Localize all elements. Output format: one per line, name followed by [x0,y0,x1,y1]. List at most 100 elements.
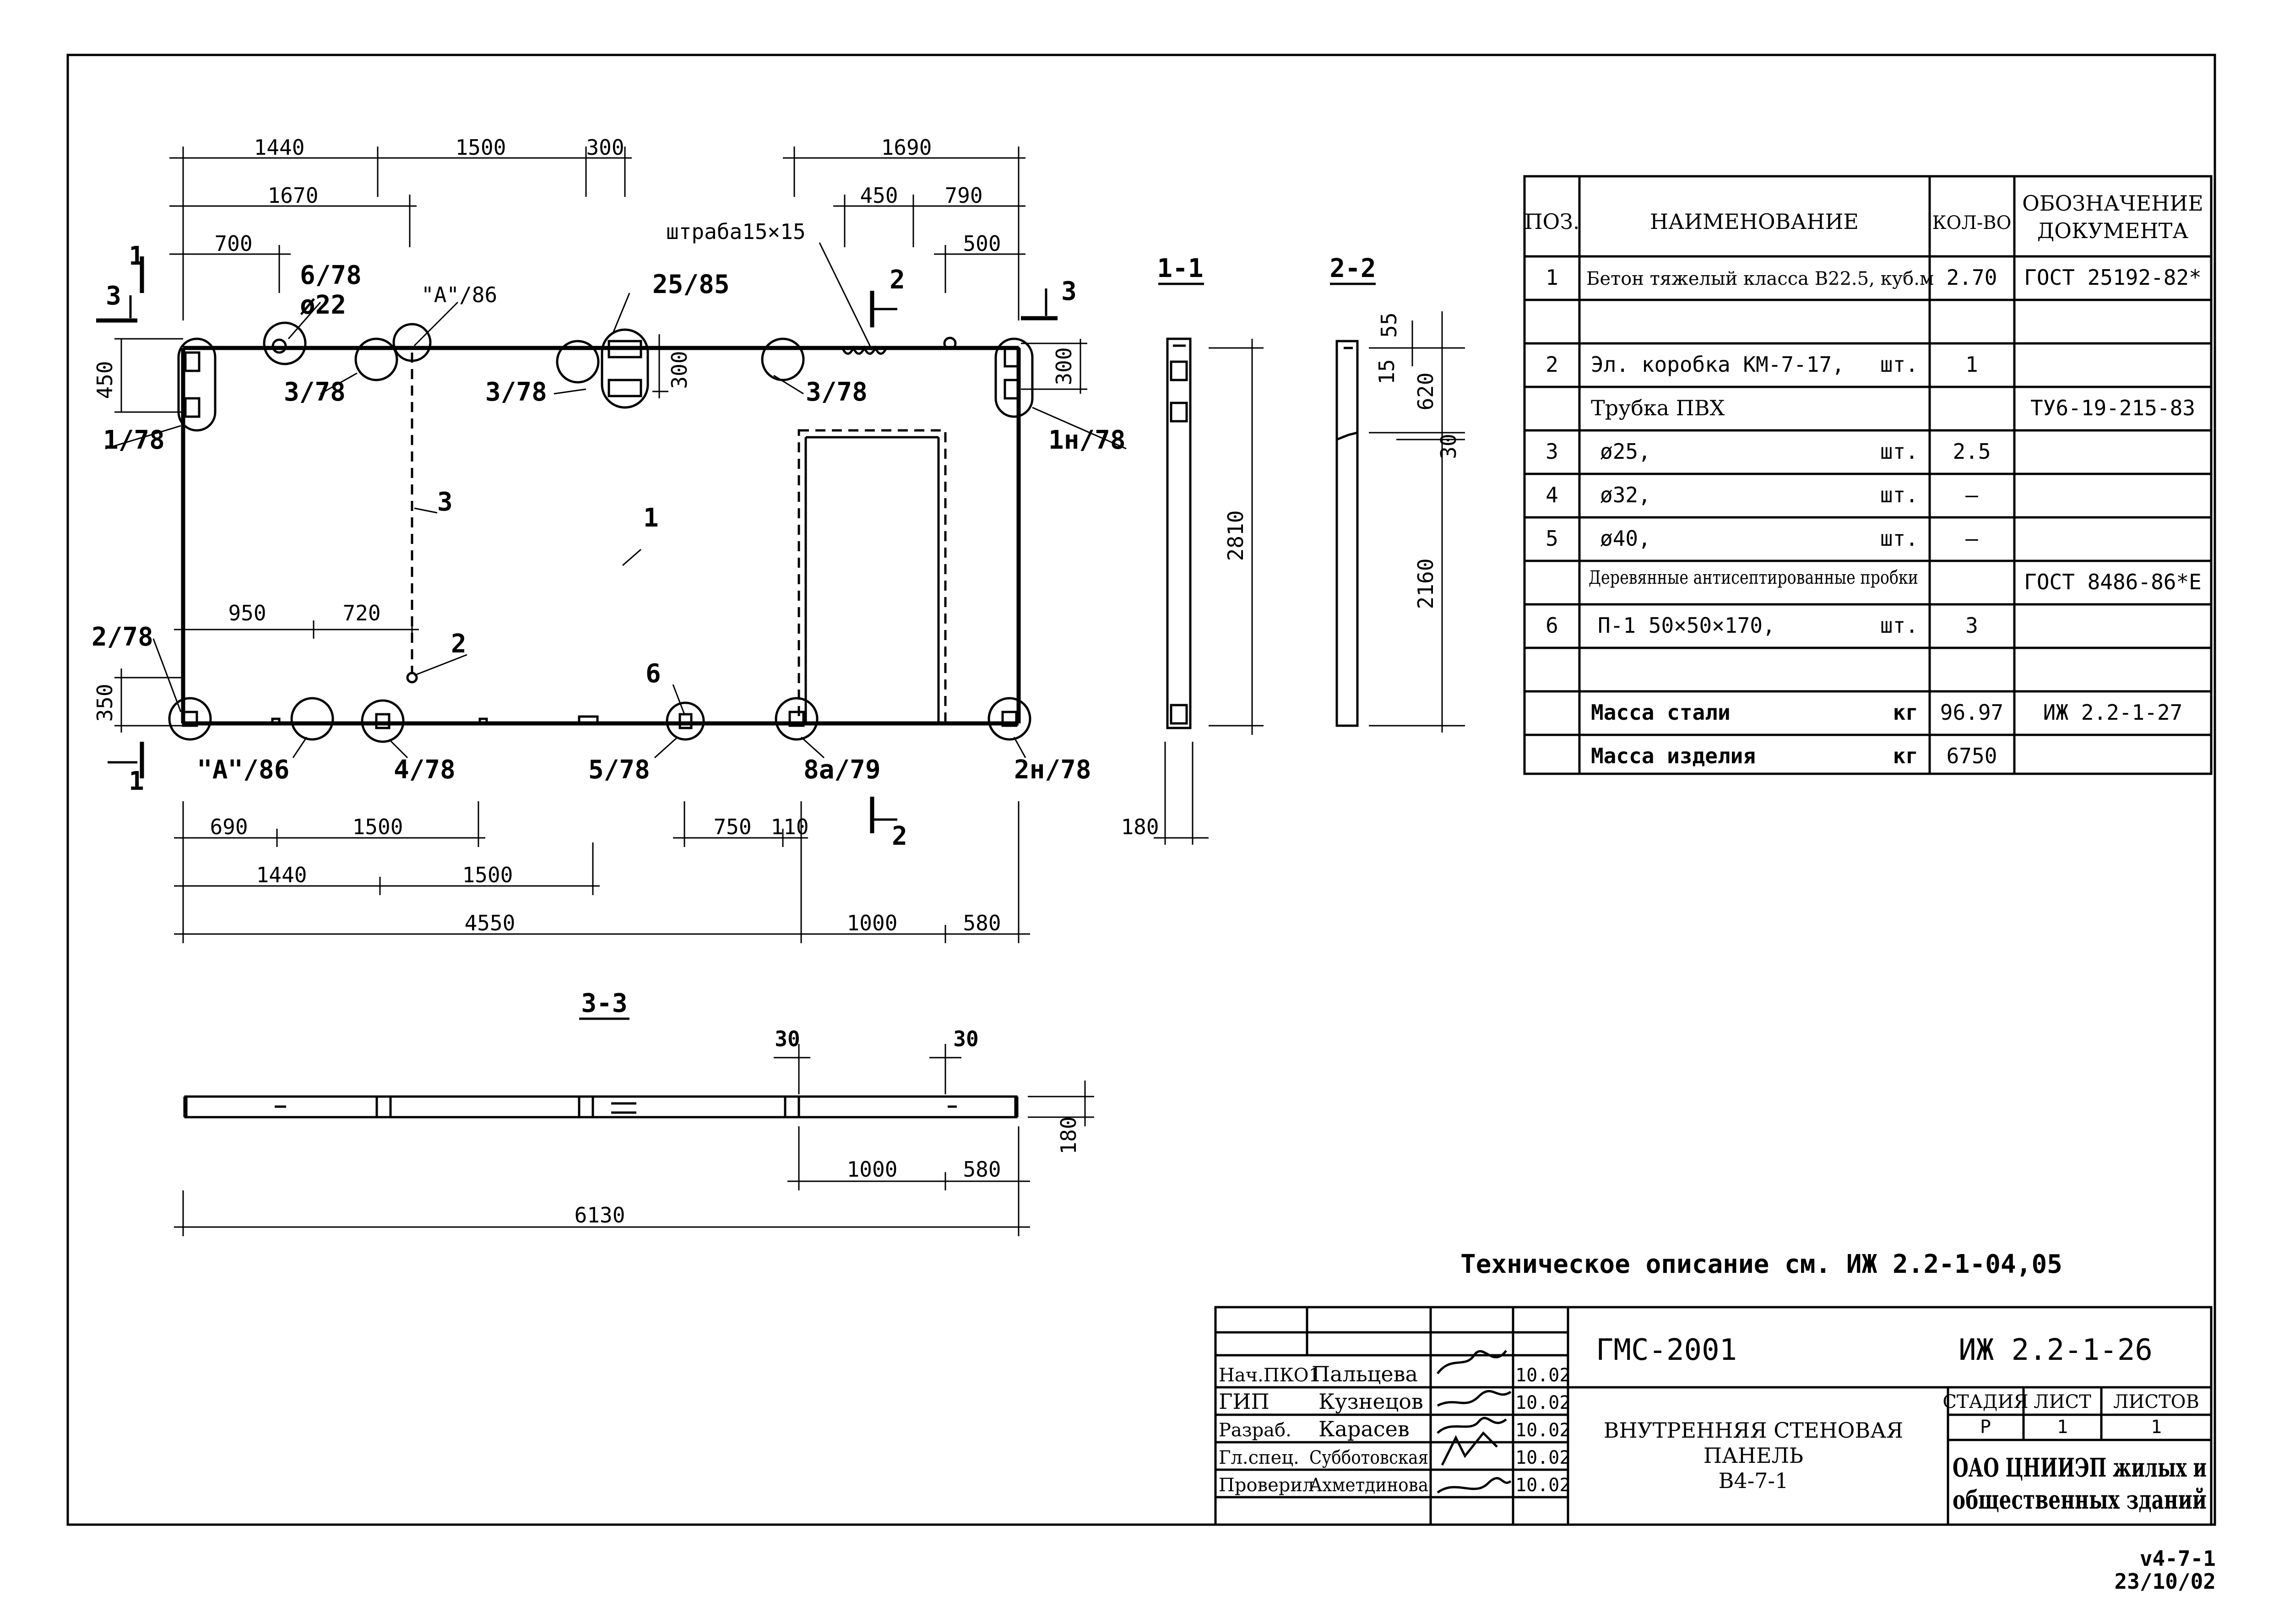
sec33-dim-180: 180 [1056,1116,1081,1154]
table-row-9-qty: 3 [1965,613,1978,638]
table-row-11-doc: ИЖ 2.2-1-27 [2043,700,2183,725]
col-header-doc-2: ДОКУМЕНТА [2037,218,2188,243]
tech-note: Техническое описание см. ИЖ 2.2-1-04,05 [1460,1249,2062,1279]
table-row-7-name: ø40, [1600,526,1651,551]
table-row-4-doc: ТУ6-19-215-83 [2030,396,2195,420]
section-1-1-title: 1-1 [1157,254,1203,283]
dim-1690-top: 1690 [881,135,932,160]
col-header-pos: ПОЗ. [1524,209,1579,234]
dim-720: 720 [342,601,380,625]
dim-1440-top: 1440 [254,135,305,160]
staff-4-name: Субботовская [1309,1447,1428,1468]
section-2-2: 2-2 55 15 620 30 2160 [1329,254,1465,733]
date-stamp: 23/10/02 [2114,1569,2216,1594]
sec33-dim-30b: 30 [953,1027,978,1051]
sheet-header: ЛИСТ [2034,1391,2091,1412]
dim-110: 110 [770,815,808,839]
staff-1-role: Нач.ПКО1 [1219,1365,1320,1386]
table-row-9-unit: шт. [1880,613,1918,638]
section-3-3-title: 3-3 [581,989,627,1018]
sec11-dim-180: 180 [1121,815,1159,839]
sheet-value: 1 [2057,1417,2068,1438]
staff-3-role: Разраб. [1219,1420,1291,1441]
staff-1-date: 10.02 [1515,1365,1570,1386]
staff-4-role: Гл.спец. [1219,1447,1299,1468]
table-row-6-name: ø32, [1600,483,1651,507]
staff-1-name: Пальцева [1312,1362,1418,1386]
table-row-3-qty: 1 [1965,352,1978,377]
cut-2-top: 2 [890,265,905,295]
line-3-label: 3 [437,487,453,517]
table-row-11-unit: кг [1893,700,1918,725]
ref-1n-78: 1н/78 [1048,425,1126,455]
title-line-2: ПАНЕЛЬ [1704,1443,1803,1468]
project-code: ГМС-2001 [1596,1333,1737,1367]
dim-450: 450 [860,183,898,208]
dim-350-left: 350 [92,684,117,722]
dim-1670: 1670 [268,183,319,208]
staff-2-name: Кузнецов [1318,1389,1423,1414]
table-row-4-name: Трубка ПВХ [1591,396,1725,420]
shtraba-label: штраба15×15 [666,219,806,244]
sheets-value: 1 [2151,1417,2162,1438]
dim-300-inner: 300 [667,351,692,389]
col-header-qty: КОЛ-ВО [1932,212,2012,234]
staff-2-role: ГИП [1219,1389,1269,1414]
cut-2-bottom: 2 [892,821,907,851]
sec22-dim-30: 30 [1436,434,1461,459]
staff-3-name: Карасев [1318,1417,1410,1441]
sec33-dim-1000: 1000 [847,1157,898,1182]
table-row-7-pos: 5 [1546,526,1558,551]
sec22-dim-55: 55 [1377,312,1401,337]
spec-table: ПОЗ. НАИМЕНОВАНИЕ КОЛ-ВО ОБОЗНАЧЕНИЕ ДОК… [1523,175,2213,775]
table-row-6-pos: 4 [1546,483,1558,507]
ref-4-78: 4/78 [394,755,456,785]
ref-3-78-c: 3/78 [806,377,868,407]
col-header-doc-1: ОБОЗНАЧЕНИЕ [2022,191,2203,216]
ref-6-78: 6/78 [300,261,362,290]
table-row-12-unit: кг [1893,744,1918,768]
table-row-6-unit: шт. [1880,483,1918,507]
staff-5-date: 10.02 [1515,1475,1570,1496]
org-line-2: общественных зданий [1953,1485,2207,1515]
dim-4550: 4550 [465,911,515,935]
plan-view [96,147,1127,943]
ref-5-78: 5/78 [588,755,650,785]
dia-22: ø22 [300,290,346,320]
ref-1-78: 1/78 [103,425,165,455]
sheets-header: ЛИСТОВ [2113,1391,2199,1412]
cut-1-bottom: 1 [129,766,144,796]
dim-690: 690 [210,815,248,839]
dim-1440-b: 1440 [256,863,307,887]
dim-700: 700 [214,231,252,256]
dim-1500-top: 1500 [456,135,506,160]
sec11-dim-2810: 2810 [1223,511,1248,561]
ref-25-85: 25/85 [652,270,730,299]
dim-300-top: 300 [586,135,624,160]
table-row-1-pos: 1 [1546,265,1558,290]
stage-header: СТАДИЯ [1942,1391,2028,1412]
ref-3-78-a: 3/78 [284,377,346,407]
table-row-11-name: Масса стали [1591,700,1731,725]
pos-6-label: 6 [646,659,661,689]
table-row-5-qty: 2.5 [1953,439,1991,464]
table-row-11-qty: 96.97 [1940,700,2003,725]
table-row-1-qty: 2.70 [1947,265,1997,290]
sec33-dim-30a: 30 [775,1027,800,1051]
table-row-8-doc: ГОСТ 8486-86*Е [2024,570,2202,594]
ref-2n-78: 2н/78 [1014,755,1091,785]
dim-1000-plan: 1000 [847,911,898,935]
ref-2-78: 2/78 [92,622,153,652]
sec22-dim-15: 15 [1374,359,1399,384]
pos-2-label: 2 [451,629,467,659]
sec33-dim-6130: 6130 [575,1203,625,1228]
dim-450-left: 450 [92,361,117,399]
table-row-3-unit: шт. [1880,352,1918,377]
section-1-1: 1-1 2810 180 [1121,254,1264,845]
ref-a-86-top: "A"/86 [421,282,497,307]
staff-4-date: 10.02 [1515,1447,1570,1468]
staff-2-date: 10.02 [1515,1392,1570,1413]
file-stamp: v4-7-1 [2140,1546,2216,1571]
